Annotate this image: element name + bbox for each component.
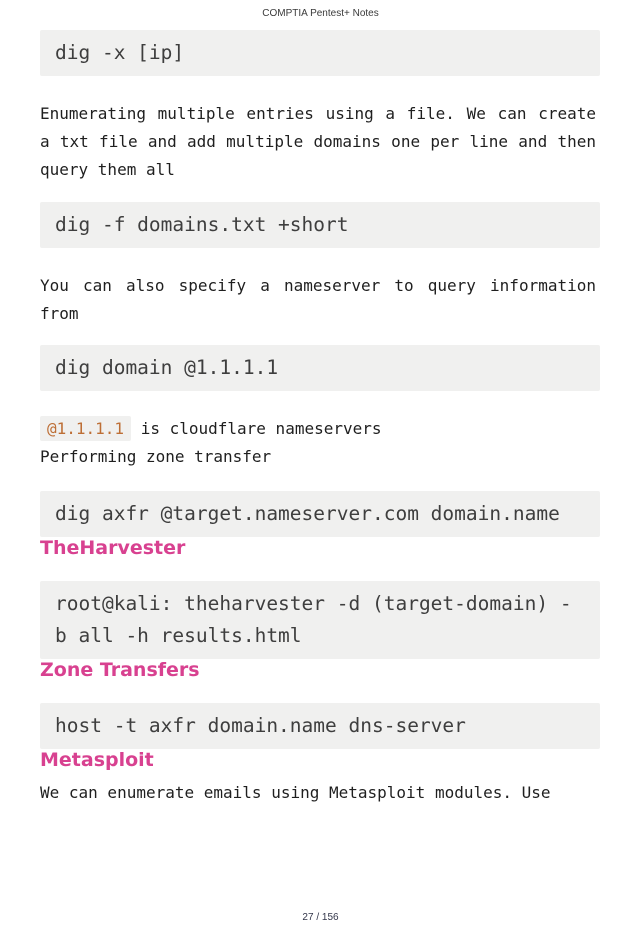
page-header-title: COMPTIA Pentest+ Notes: [262, 8, 379, 19]
cloudflare-note-text: is cloudflare nameservers: [131, 419, 382, 438]
paragraph-zone-transfer: Performing zone transfer: [40, 447, 272, 466]
cloudflare-note-line: @1.1.1.1 is cloudflare nameservers: [40, 415, 600, 443]
code-block-theharvester: root@kali: theharvester -d (target-domai…: [40, 581, 600, 659]
code-block-host-axfr: host -t axfr domain.name dns-server: [40, 703, 600, 749]
heading-theharvester: TheHarvester: [40, 537, 186, 559]
heading-metasploit: Metasploit: [40, 749, 154, 771]
code-block-dig-file: dig -f domains.txt +short: [40, 202, 600, 248]
code-block-dig-axfr: dig axfr @target.nameserver.com domain.n…: [40, 491, 600, 537]
page-number: 27 / 156: [302, 912, 339, 923]
heading-zone-transfers: Zone Transfers: [40, 659, 200, 681]
paragraph-metasploit: We can enumerate emails using Metasploit…: [40, 783, 551, 802]
code-block-dig-reverse-lookup: dig -x [ip]: [40, 30, 600, 76]
paragraph-nameserver: You can also specify a nameserver to que…: [40, 276, 596, 323]
cloudflare-note: @1.1.1.1 is cloudflare nameservers Perfo…: [40, 415, 600, 471]
code-block-dig-nameserver: dig domain @1.1.1.1: [40, 345, 600, 391]
paragraph-enumerate-file: Enumerating multiple entries using a fil…: [40, 104, 596, 179]
document-content: dig -x [ip] Enumerating multiple entries…: [40, 30, 600, 807]
inline-code-cloudflare-ip: @1.1.1.1: [40, 416, 132, 441]
